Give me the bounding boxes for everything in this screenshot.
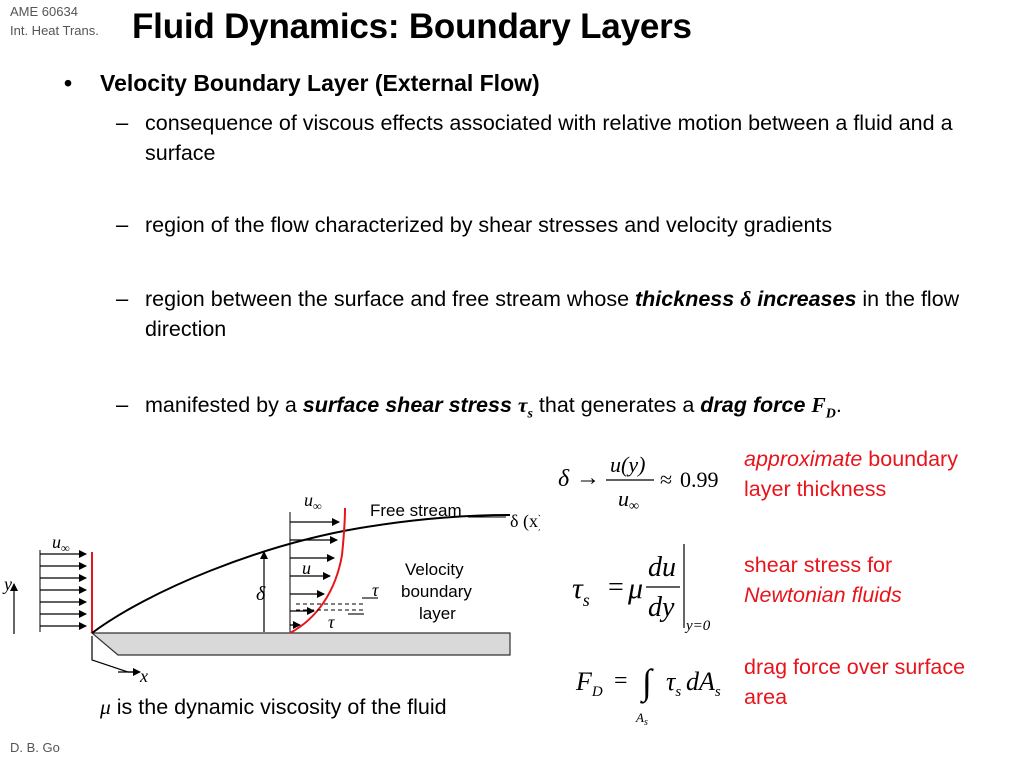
force-subscript: D [825,406,836,422]
eq3-dA: dAs [686,667,721,700]
emphasis-thickness: thickness [635,287,735,311]
velocity-profile-curve [289,507,346,634]
free-stream-label: Free stream [370,501,462,520]
x-axis-label: x [139,666,148,686]
emphasis-increases: increases [757,287,857,311]
eq2-eval-point: y=0 [684,618,711,634]
dash-marker: – [116,392,129,417]
item-text: manifested by a [145,393,303,417]
item-text: region between the surface and free stre… [145,287,636,311]
eq1-numerator: u(y) [610,452,645,477]
viscosity-text: is the dynamic viscosity of the fluid [110,695,447,719]
eq2-mu: μ [627,572,643,605]
list-item-surface-shear: manifested by a surface shear stress τs … [145,390,1005,429]
profile-arrows [290,518,340,629]
list-item-thickness: region between the surface and free stre… [145,284,1000,344]
bl-label-line3: layer [419,604,456,623]
plate [90,632,511,656]
delta-label: δ [256,583,266,605]
viscosity-note: μ is the dynamic viscosity of the fluid [100,692,447,722]
eq3-integral-limit: As [635,710,648,728]
note-text: area [744,685,788,709]
author-footer: D. B. Go [10,740,60,755]
equation-bl-thickness: δ → u(y) u∞ ≈ 0.99 [558,452,719,514]
boundary-layer-diagram: u∞ y x u∞ Free stream δ (x) δ u τ τ Velo… [2,490,540,686]
slide-title: Fluid Dynamics: Boundary Layers [132,7,692,46]
equation-shear-stress: τs = μ du dy y=0 [572,544,711,634]
note-emphasis-approximate: approximate [744,447,863,471]
note-text: shear stress for [744,553,893,577]
tau-subscript: s [527,406,533,422]
tau-label-upper: τ [372,580,379,600]
eq1-value: 0.99 [680,467,719,492]
force-symbol: F [811,393,826,417]
note-text: drag force over surface [744,655,966,679]
emphasis-drag-force: drag force [700,393,806,417]
dash-marker: – [116,110,129,135]
eq1-arrow: → [576,465,600,491]
note-text: layer thickness [744,477,887,501]
eq1-delta: δ [558,466,570,492]
u-label: u [302,558,311,578]
inflow-arrows [40,550,87,630]
item-text: in the flow direction [145,287,960,341]
course-label: AME 60634 Int. Heat Trans. [10,2,99,40]
eq2-numerator: du [648,552,676,583]
eq3-equals: = [614,668,628,694]
y-axis-label: y [2,574,12,594]
boundary-layer-edge [91,514,511,634]
equation-drag-force: FD = ∫ As τs dAs [575,662,721,728]
list-item-viscous-effects: consequence of viscous effects associate… [145,111,953,165]
tau-symbol: τ [517,393,528,417]
dash-marker: – [116,286,129,311]
eq3-tau: τs [666,667,681,700]
item-text: . [835,393,842,417]
section-heading: Velocity Boundary Layer (External Flow) [100,70,540,96]
bl-label-line2: boundary [401,582,472,601]
list-item-shear-stresses: region of the flow characterized by shea… [145,213,833,237]
course-code: AME 60634 [10,4,78,19]
bl-label-line1: Velocity [405,560,464,579]
eq3-integral: ∫ [640,662,654,704]
note-bl-thickness: approximate boundary layer thickness [744,444,1014,504]
eq2-equals: = [608,572,624,603]
eq1-approx: ≈ [660,467,672,492]
course-name: Int. Heat Trans. [10,23,99,38]
delta-x-label: δ (x) [510,511,540,532]
eq3-force: FD [575,667,603,700]
eq2-tau: τs [572,572,590,610]
eq2-denominator: dy [648,592,675,623]
emphasis-surface-shear-stress: surface shear stress [302,393,512,417]
dash-marker: – [116,212,129,237]
bullet-marker: • [64,70,73,96]
note-text: boundary [862,447,958,471]
u-inf-left-label: u∞ [52,532,70,555]
note-drag-force: drag force over surface area [744,652,1018,712]
u-inf-top-label: u∞ [304,490,322,513]
item-text: that generates a [532,393,701,417]
note-emphasis-newtonian: Newtonian fluids [744,583,902,607]
tau-label-lower: τ [328,612,335,632]
delta-symbol: δ [740,287,752,311]
note-shear-stress: shear stress for Newtonian fluids [744,550,1014,610]
eq1-denominator: u∞ [618,486,639,514]
mu-symbol: μ [100,695,111,719]
